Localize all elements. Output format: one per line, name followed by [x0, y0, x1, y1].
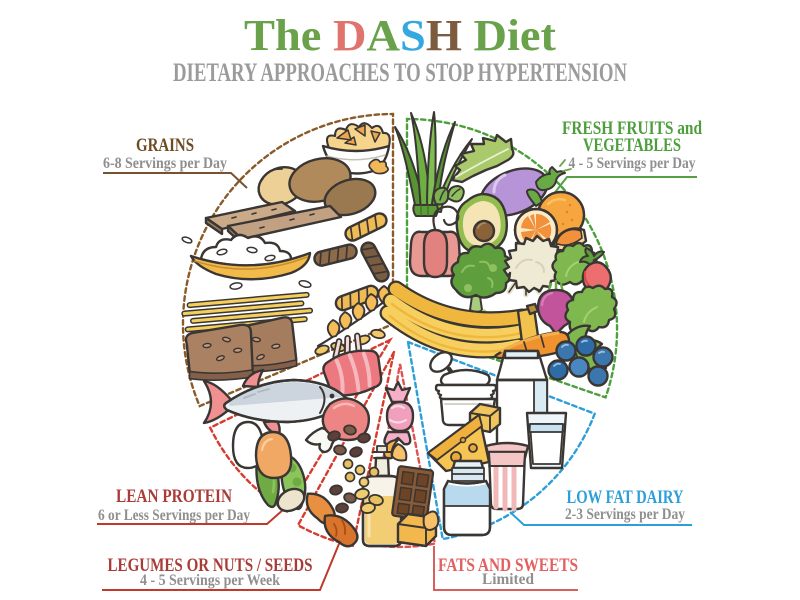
svg-text:VEGETABLES: VEGETABLES [583, 135, 681, 156]
svg-text:LOW FAT DAIRY: LOW FAT DAIRY [567, 487, 684, 508]
svg-text:4 - 5 Servings per Week: 4 - 5 Servings per Week [140, 572, 280, 589]
svg-text:4 - 5 Servings per Day: 4 - 5 Servings per Day [569, 155, 696, 172]
svg-text:GRAINS: GRAINS [136, 135, 194, 156]
svg-text:Limited: Limited [482, 571, 534, 588]
svg-text:FATS AND SWEETS: FATS AND SWEETS [438, 555, 578, 576]
svg-text:6-8 Servings per Day: 6-8 Servings per Day [103, 155, 227, 172]
svg-text:FRESH FRUITS and: FRESH FRUITS and [562, 118, 702, 139]
svg-text:6 or Less Servings per Day: 6 or Less Servings per Day [98, 507, 250, 524]
svg-text:LEAN PROTEIN: LEAN PROTEIN [116, 486, 232, 507]
svg-text:LEGUMES OR NUTS / SEEDS: LEGUMES OR NUTS / SEEDS [108, 555, 313, 576]
svg-text:The DASH Diet: The DASH Diet [244, 11, 556, 60]
svg-text:2-3 Servings per Day: 2-3 Servings per Day [565, 506, 685, 523]
svg-text:DIETARY APPROACHES TO STOP HYP: DIETARY APPROACHES TO STOP HYPERTENSION [173, 58, 627, 87]
